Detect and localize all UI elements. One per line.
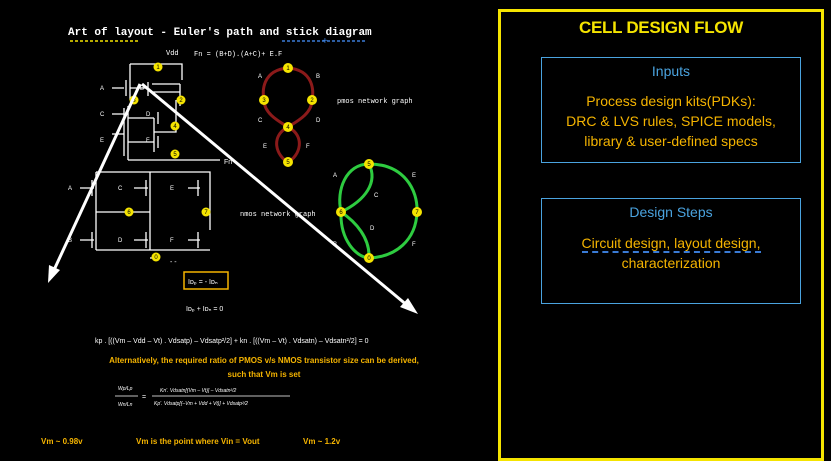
inputs-body-line-3: library & user-defined specs — [584, 133, 758, 149]
svg-text:5: 5 — [286, 160, 290, 166]
nmos-graph-label: nmos network graph — [240, 211, 316, 219]
svg-text:F: F — [306, 144, 310, 150]
svg-text:4: 4 — [286, 125, 290, 131]
node-num-4: 4 — [173, 124, 177, 130]
slide-content: Art of layout - Euler's path and stick d… — [41, 27, 422, 446]
design-steps-line-2: characterization — [621, 255, 721, 271]
design-steps-body: Circuit design, layout design, character… — [542, 233, 800, 273]
svg-text:7: 7 — [415, 210, 419, 216]
ratio-denominator: Kp'. Vdsatp[(–Vm + Vdd + Vt)] + Vdsatp²/… — [154, 401, 248, 407]
node-num-6: 6 — [127, 210, 131, 216]
current-sum: Iᴅₚ + Iᴅₙ = 0 — [186, 306, 223, 313]
gate-label-f-top: F — [146, 138, 150, 144]
vm-right: Vm ~ 1.2v — [303, 437, 341, 446]
vm-left: Vm ~ 0.98v — [41, 437, 83, 446]
gate-label-b-bot: B — [68, 238, 72, 244]
gate-label-c-bot: C — [118, 186, 123, 192]
vm-middle: Vm is the point where Vin = Vout — [136, 437, 260, 446]
svg-text:F: F — [412, 242, 416, 248]
pmos-graph-nodes — [259, 63, 317, 167]
inputs-title: Inputs — [651, 63, 691, 79]
node-num-2: 2 — [179, 98, 183, 104]
gate-label-b-top: B — [140, 86, 144, 92]
alt-text-line-1: Alternatively, the required ratio of PMO… — [109, 356, 419, 365]
gate-label-a-bot: A — [68, 186, 72, 192]
gate-label-c-top: C — [100, 112, 105, 118]
schematic-node-numbers: 1 3 2 4 5 6 7 0 — [127, 65, 208, 261]
ratio-lhs-bot: Wn/Ln — [118, 402, 133, 408]
gate-label-a-top: A — [100, 86, 104, 92]
pmos-graph-label: pmos network graph — [337, 98, 413, 106]
nmos-network-schematic — [80, 171, 211, 259]
kp-equation: kp . [((Vm – Vdd – Vt) . Vdsatp) – Vdsat… — [95, 338, 369, 345]
annotation-arrows — [48, 82, 418, 314]
svg-text:2: 2 — [310, 98, 314, 104]
alt-text-line-2: such that Vm is set — [228, 370, 301, 379]
svg-text:C: C — [258, 118, 263, 124]
node-num-0: 0 — [154, 255, 158, 261]
gnd-label: - - — [170, 259, 177, 266]
fn-equation: Fn = (B+D).(A+C)+ E.F — [194, 51, 282, 59]
vdd-label: Vdd — [166, 50, 179, 58]
svg-text:1: 1 — [286, 66, 290, 72]
node-num-7: 7 — [204, 210, 208, 216]
gate-label-d-bot: D — [118, 238, 123, 244]
design-steps-line-1: Circuit design, layout design, — [542, 233, 800, 253]
svg-text:B: B — [316, 74, 320, 80]
nmos-graph-nodes — [336, 159, 422, 263]
svg-text:0: 0 — [367, 256, 371, 262]
design-steps-box: Design Steps Circuit design, layout desi… — [541, 198, 801, 304]
current-box — [183, 271, 229, 290]
pmos-graph-node-numbers: 1 3 2 4 5 — [262, 66, 314, 166]
gate-label-e-top: E — [100, 138, 104, 144]
svg-text:6: 6 — [339, 210, 343, 216]
gate-label-d-top: D — [146, 112, 151, 118]
current-box-text: Iᴅₚ = - Iᴅₙ — [188, 279, 218, 286]
design-steps-title: Design Steps — [629, 204, 713, 220]
pmos-graph-edge-labels: A B C D E F — [258, 74, 321, 150]
svg-text:A: A — [333, 173, 337, 179]
ratio-numerator: Kn'. Vdsatn[(Vm – Vt)] – Vdsatn²/2 — [160, 388, 236, 394]
inputs-body-line-2: DRC & LVS rules, SPICE models, — [566, 113, 776, 129]
svg-text:=: = — [142, 394, 146, 401]
svg-text:E: E — [263, 144, 267, 150]
svg-text:3: 3 — [262, 98, 266, 104]
node-num-5: 5 — [173, 152, 177, 158]
svg-text:D: D — [370, 226, 375, 232]
fn-output-label: Fn — [224, 159, 232, 166]
slide-title: Art of layout - Euler's path and stick d… — [68, 27, 372, 39]
schematic-node-markers — [124, 62, 211, 262]
gate-label-e-bot: E — [170, 186, 174, 192]
svg-text:A: A — [258, 74, 262, 80]
svg-text:5: 5 — [367, 162, 371, 168]
svg-text:E: E — [412, 173, 416, 179]
nmos-graph-node-numbers: 5 6 7 0 — [339, 162, 419, 262]
inputs-box: Inputs Process design kits(PDKs): DRC & … — [541, 57, 801, 163]
inputs-body: Process design kits(PDKs): DRC & LVS rul… — [542, 91, 800, 151]
svg-text:D: D — [316, 118, 321, 124]
design-steps-line-1-text: Circuit design, layout design, — [581, 235, 761, 253]
inputs-body-line-1: Process design kits(PDKs): — [586, 93, 756, 109]
ratio-lhs-top: Wp/Lp — [118, 386, 133, 392]
nmos-graph-edges — [338, 162, 419, 260]
pmos-network-schematic — [112, 63, 220, 161]
cell-design-flow-panel: CELL DESIGN FLOW Inputs Process design k… — [498, 9, 824, 461]
plus-mark: + — [322, 36, 328, 47]
slide-drawing: Art of layout - Euler's path and stick d… — [41, 27, 422, 446]
gate-label-f-bot: F — [170, 238, 174, 244]
node-num-3: 3 — [132, 98, 136, 104]
svg-text:C: C — [374, 193, 379, 199]
node-num-1: 1 — [156, 65, 160, 71]
flow-title: CELL DESIGN FLOW — [579, 18, 743, 37]
